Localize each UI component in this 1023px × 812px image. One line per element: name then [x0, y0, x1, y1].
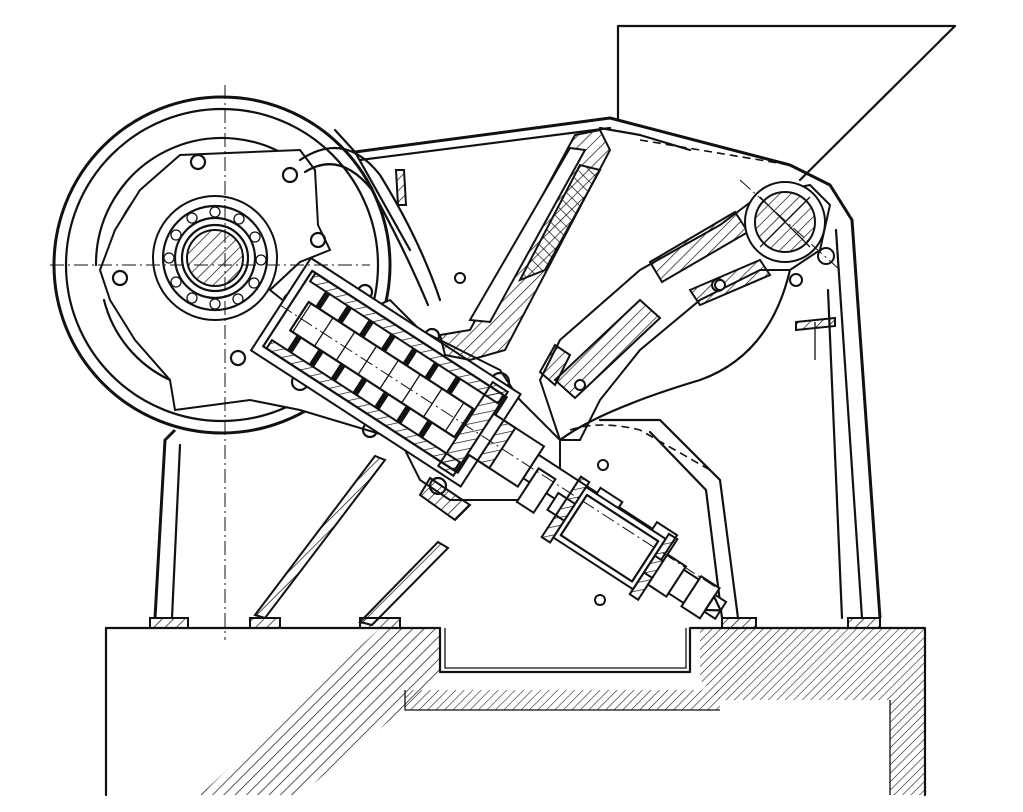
jaw-plates — [438, 126, 791, 362]
tension-rod — [540, 475, 728, 621]
adjusting-nuts — [515, 466, 722, 620]
hopper — [616, 24, 957, 182]
spring-coils — [287, 291, 465, 439]
spring-cylinder — [249, 256, 679, 574]
flywheel — [52, 95, 392, 435]
centerlines — [50, 85, 841, 640]
bearing-rollers — [163, 206, 267, 310]
hub-bearing — [152, 195, 278, 321]
bolts — [454, 272, 726, 606]
recess — [444, 628, 687, 669]
foundation — [104, 617, 927, 797]
